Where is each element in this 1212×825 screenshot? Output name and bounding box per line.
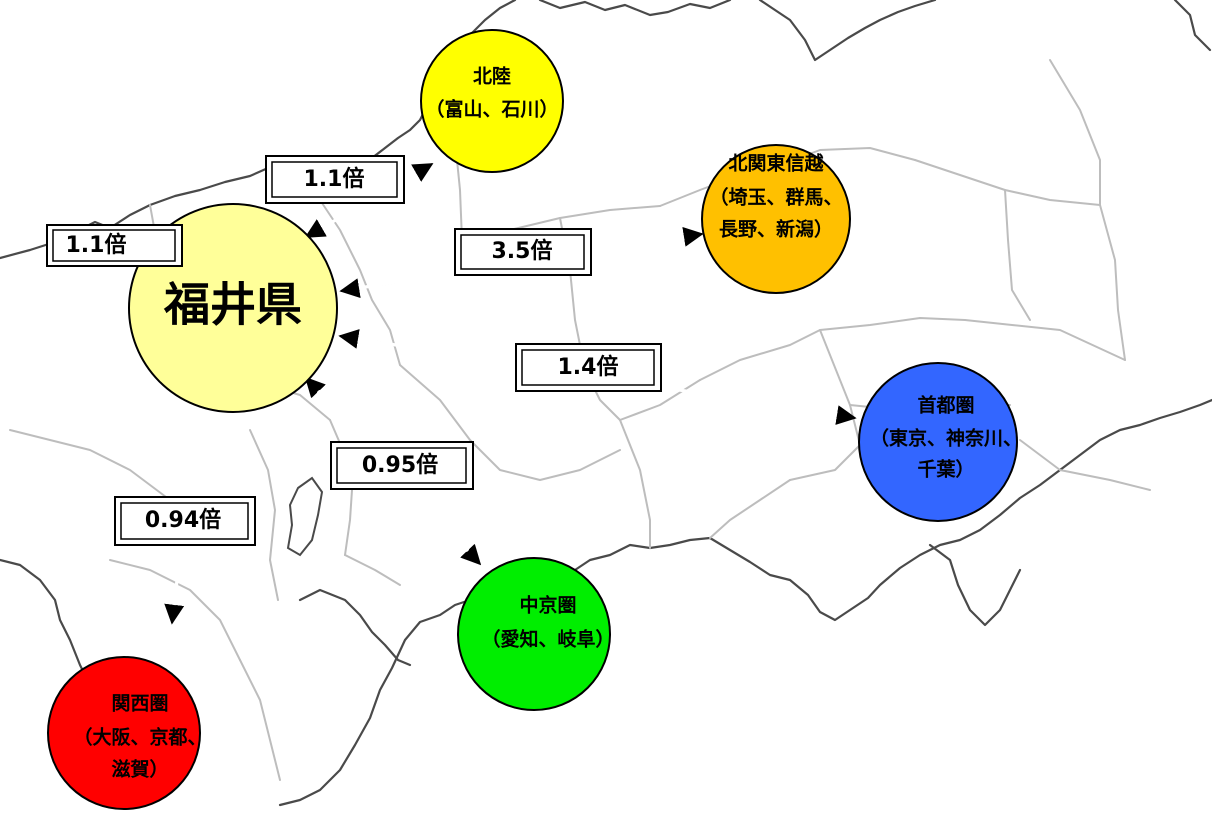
- kitakanto-shinetsu-circle: [701, 144, 851, 294]
- border-saitama-north: [819, 317, 1126, 361]
- border-kyoto-shiga: [249, 429, 279, 601]
- border-shizuoka-aichi: [619, 419, 651, 549]
- hokuriku-name: 北陸: [473, 65, 511, 88]
- shutoken-prefectures-1: （東京、神奈川、: [870, 427, 1022, 450]
- border-fukushima: [1049, 59, 1101, 206]
- chukyoken-circle: [457, 557, 611, 711]
- chukyoken-prefectures: （愛知、岐阜）: [481, 628, 614, 651]
- border-ibaraki-chiba: [1019, 439, 1151, 491]
- ratio-label-hokuriku: 1.1倍: [265, 155, 405, 204]
- chukyoken-node: 中京圏 （愛知、岐阜）: [457, 557, 615, 711]
- kansaiken-prefectures-1: （大阪、京都、: [73, 726, 206, 749]
- ratio-label-chukyoken: 0.95倍: [330, 441, 474, 490]
- kansaiken-prefectures-2: 滋賀）: [111, 758, 168, 781]
- chukyoken-name: 中京圏: [519, 594, 576, 617]
- coastline-noto: [538, 0, 732, 17]
- border-shizuoka-yamanashi: [709, 479, 791, 539]
- shutoken-circle: [858, 362, 1018, 522]
- coastline-far-east: [1173, 0, 1212, 52]
- kitakanto-shinetsu-name: 北関東信越: [728, 152, 824, 175]
- ratio-text-kansaiken: 0.94倍: [145, 507, 221, 533]
- shutoken-name: 首都圏: [917, 394, 974, 417]
- shutoken-prefectures-2: 千葉）: [917, 458, 974, 481]
- coastline-east: [758, 0, 937, 62]
- border-gunma-tochigi: [1004, 189, 1031, 321]
- ratio-label-fukui: 1.1倍: [46, 224, 183, 267]
- ratio-text-shutoken: 1.4倍: [558, 354, 619, 380]
- coastline-ise-bay: [298, 588, 412, 667]
- border-nara-mie: [239, 659, 281, 781]
- border-tochigi-ibaraki: [1099, 204, 1126, 361]
- ratio-text-chukyoken: 0.95倍: [362, 452, 438, 478]
- kansaiken-node: 関西圏 （大阪、京都、 滋賀）: [47, 656, 207, 810]
- ratio-label-kitakanto-shinetsu: 3.5倍: [454, 228, 592, 276]
- kitakanto-shinetsu-prefectures-1: （埼玉、群馬、: [709, 186, 842, 209]
- ratio-label-shutoken: 1.4倍: [515, 343, 662, 392]
- ratio-text-fukui: 1.1倍: [66, 232, 127, 258]
- ratio-label-kansaiken: 0.94倍: [114, 496, 256, 546]
- kansaiken-circle: [47, 656, 201, 810]
- ratio-text-hokuriku: 1.1倍: [304, 166, 365, 192]
- kitakanto-shinetsu-node: 北関東信越 （埼玉、群馬、 長野、新潟）: [701, 144, 851, 294]
- hokuriku-circle: [420, 29, 564, 173]
- fukui-label: 福井県: [163, 278, 302, 332]
- coastline-osaka-bay: [0, 558, 92, 687]
- kitakanto-shinetsu-prefectures-2: 長野、新潟）: [719, 218, 833, 241]
- ratio-text-kitakanto-shinetsu: 3.5倍: [492, 238, 553, 264]
- coastline-pacific: [278, 398, 1212, 807]
- coastline-boso: [928, 543, 1022, 627]
- kansaiken-name: 関西圏: [111, 693, 168, 715]
- shutoken-node: 首都圏 （東京、神奈川、 千葉）: [858, 362, 1022, 522]
- hokuriku-prefectures: （富山、石川）: [425, 98, 558, 121]
- hokuriku-node: 北陸 （富山、石川）: [420, 29, 564, 173]
